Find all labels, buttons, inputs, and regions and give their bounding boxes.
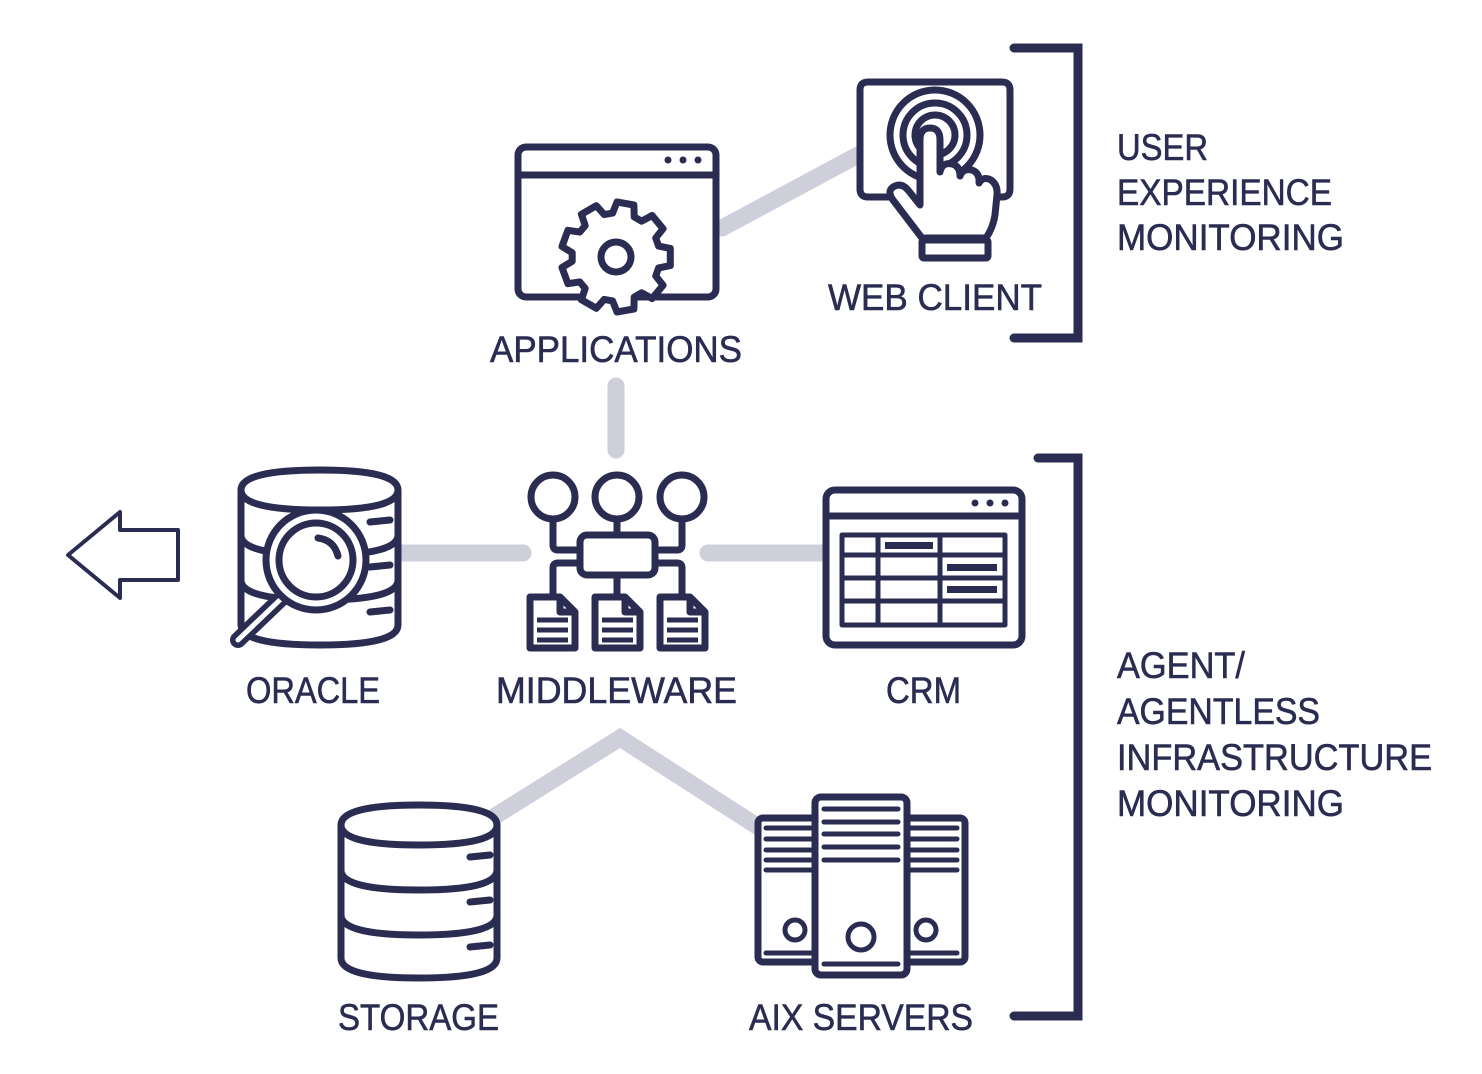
connectors [393, 146, 867, 836]
bracket-infrastructure [1009, 453, 1083, 1021]
label-oracle: ORACLE [246, 670, 380, 711]
connector-storage-middleware-aix [487, 727, 765, 836]
connector-applications-webclient [713, 146, 867, 237]
group-label-line: AGENTLESS [1117, 691, 1320, 732]
group-label-line: INFRASTRUCTURE [1117, 737, 1432, 778]
group-label-line: MONITORING [1117, 217, 1344, 258]
database-icon [337, 801, 501, 982]
document-icon [656, 593, 709, 652]
arrow-left-icon [66, 510, 180, 600]
label-storage: STORAGE [338, 997, 499, 1038]
database-search-icon [230, 466, 402, 649]
group-label-line: EXPERIENCE [1117, 172, 1332, 213]
touch-hand-icon [886, 124, 1001, 242]
web-client-icon [856, 78, 1014, 262]
table-window-icon [822, 486, 1026, 649]
applications-icon [514, 143, 720, 316]
bracket-user-experience [1009, 43, 1083, 343]
label-web-client: WEB CLIENT [828, 277, 1042, 318]
network-hub-icon [526, 471, 709, 652]
group-label-line: MONITORING [1117, 783, 1344, 824]
label-crm: CRM [886, 670, 961, 711]
label-aix-servers: AIX SERVERS [749, 997, 973, 1038]
label-middleware: MIDDLEWARE [496, 670, 737, 711]
label-applications: APPLICATIONS [490, 329, 742, 370]
group-label-line: USER [1117, 127, 1208, 168]
group-label-line: AGENT/ [1117, 645, 1246, 686]
gear-icon [558, 198, 674, 316]
servers-icon [754, 793, 969, 979]
